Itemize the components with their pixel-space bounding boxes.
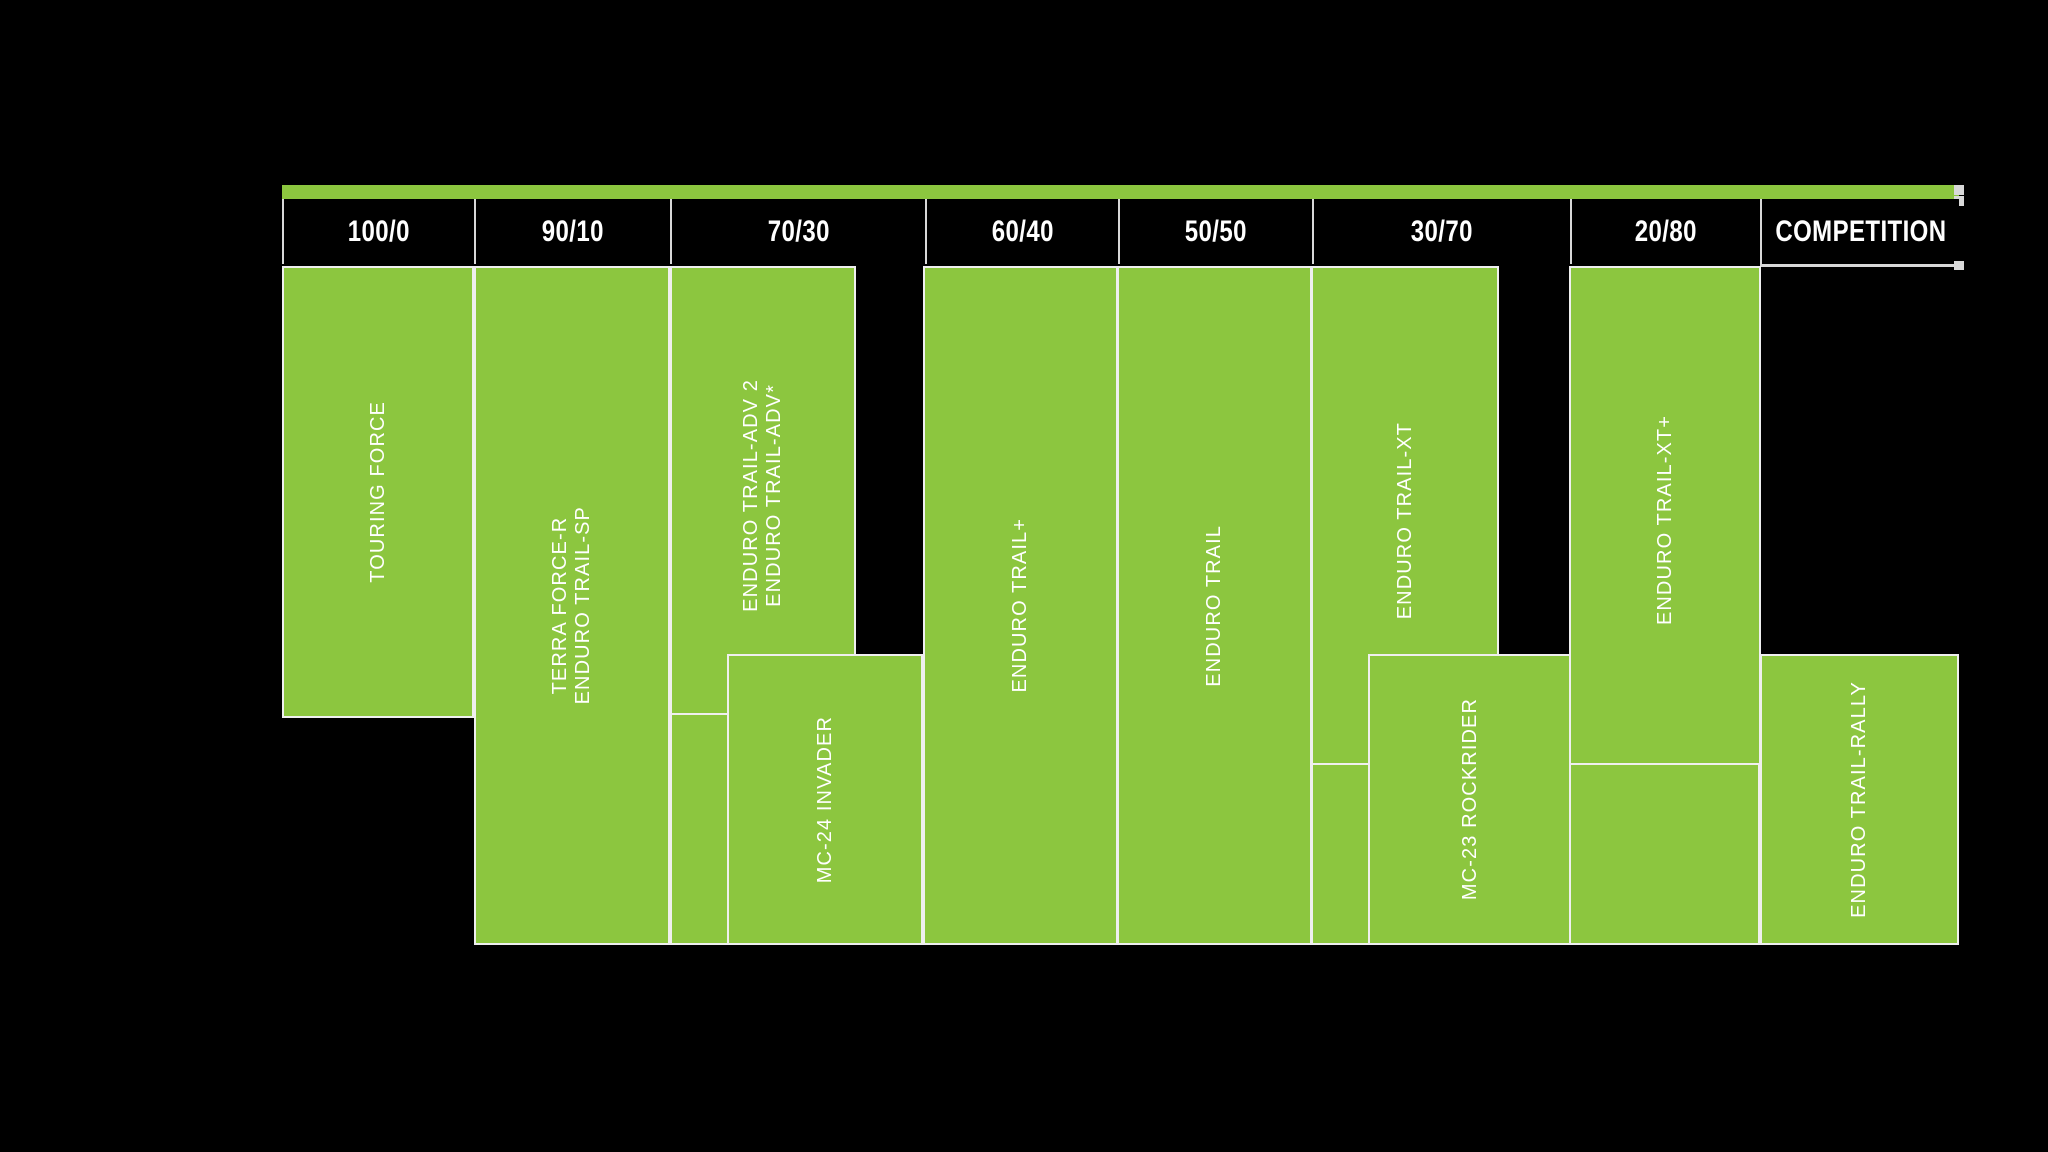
- header-rule-end-cap: [1954, 261, 1964, 270]
- bar-enduro-trail-xt-plus-extension[interactable]: [1569, 763, 1760, 945]
- bar-mc-24-invader[interactable]: MC-24 INVADER: [727, 654, 923, 945]
- bar-label: ENDURO TRAIL: [1203, 524, 1225, 687]
- bar-enduro-trail-xt-extension[interactable]: [1311, 763, 1370, 945]
- bar-label: ENDURO TRAIL-RALLY: [1848, 681, 1870, 918]
- bar-label: MC-24 INVADER: [813, 715, 836, 884]
- bar-enduro-trail-plus[interactable]: ENDURO TRAIL+: [923, 266, 1118, 945]
- header-cell-100-0[interactable]: 100/0: [282, 199, 474, 264]
- header-label: 30/70: [1410, 214, 1474, 248]
- header-cell-30-70[interactable]: 30/70: [1312, 199, 1570, 264]
- header-label: 90/10: [541, 214, 605, 248]
- header-bottom-rule: [1760, 264, 1959, 267]
- bar-label: ENDURO TRAIL+: [1009, 518, 1031, 693]
- header-label: 70/30: [767, 214, 830, 248]
- bar-enduro-trail-rally[interactable]: ENDURO TRAIL-RALLY: [1760, 654, 1959, 945]
- bar-enduro-trail[interactable]: ENDURO TRAIL: [1117, 266, 1312, 945]
- top-rail-end-cap-lower: [1954, 196, 1964, 206]
- bar-label: ENDURO TRAIL-XT: [1393, 421, 1416, 620]
- bar-enduro-trail-adv-extension[interactable]: [670, 713, 730, 945]
- bar-label: TOURING FORCE: [366, 401, 389, 583]
- header-cell-90-10[interactable]: 90/10: [474, 199, 670, 264]
- bar-terra-force-r[interactable]: TERRA FORCE-R ENDURO TRAIL-SP: [474, 266, 670, 945]
- header-cell-20-80[interactable]: 20/80: [1570, 199, 1760, 264]
- bar-label-line-2: ENDURO TRAIL-SP: [572, 506, 594, 705]
- header-label: COMPETITION: [1774, 214, 1947, 248]
- header-cell-60-40[interactable]: 60/40: [925, 199, 1118, 264]
- bar-label-stack: ENDURO TRAIL-ADV 2 ENDURO TRAIL-ADV*: [740, 379, 786, 612]
- header-label: 100/0: [347, 214, 411, 248]
- bar-label-stack: TERRA FORCE-R ENDURO TRAIL-SP: [549, 506, 595, 704]
- header-label: 50/50: [1184, 214, 1248, 248]
- header-cell-50-50[interactable]: 50/50: [1118, 199, 1312, 264]
- bar-touring-force[interactable]: TOURING FORCE: [282, 266, 474, 718]
- header-cell-competition[interactable]: COMPETITION: [1760, 199, 1959, 264]
- header-label: 60/40: [991, 214, 1054, 248]
- bar-enduro-trail-xt-plus[interactable]: ENDURO TRAIL-XT+: [1569, 266, 1761, 775]
- bar-label-line-2: ENDURO TRAIL-ADV*: [763, 384, 785, 607]
- bar-label: MC-23 ROCKRIDER: [1458, 698, 1481, 901]
- top-rail: [282, 185, 1959, 199]
- header-label: 20/80: [1634, 214, 1698, 248]
- bar-label: ENDURO TRAIL-XT+: [1653, 415, 1676, 626]
- bar-enduro-trail-adv[interactable]: ENDURO TRAIL-ADV 2 ENDURO TRAIL-ADV*: [670, 266, 856, 725]
- header-cell-70-30[interactable]: 70/30: [670, 199, 925, 264]
- bar-label-line-1: TERRA FORCE-R: [549, 516, 571, 695]
- bar-label-line-1: ENDURO TRAIL-ADV 2: [740, 379, 762, 612]
- bar-mc-23-rockrider[interactable]: MC-23 ROCKRIDER: [1368, 654, 1572, 945]
- top-rail-end-cap: [1954, 185, 1964, 195]
